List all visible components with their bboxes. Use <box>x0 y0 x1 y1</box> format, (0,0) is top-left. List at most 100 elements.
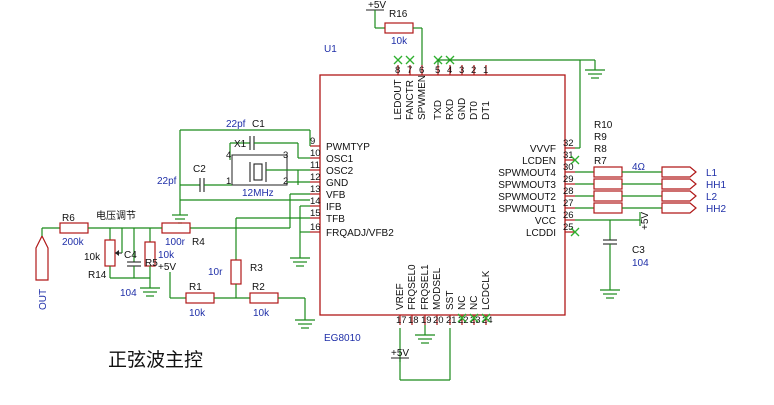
pin-name: LCDDI <box>526 228 556 239</box>
pin-name: MODSEL <box>432 267 443 310</box>
x1-pin1: 1 <box>226 176 231 187</box>
output-resistor-ref: R8 <box>594 144 607 155</box>
pin-number: 5 <box>435 65 440 76</box>
no-connect-mark <box>457 313 467 323</box>
output-label: L2 <box>706 192 718 203</box>
pin-number: 21 <box>446 315 457 326</box>
pin-name: VFB <box>326 190 346 201</box>
c3-value: 104 <box>632 258 649 269</box>
no-connect-mark <box>570 155 580 165</box>
no-connect-mark <box>570 227 580 237</box>
pin-name: LCDCLK <box>481 270 492 310</box>
r16-group: +5V R16 10k <box>366 0 423 65</box>
feedback-network: 100r R4 10r R3 R1 10k R2 10k +5V <box>158 193 315 329</box>
r16-resistor[interactable] <box>384 22 414 34</box>
pin-name: SST <box>445 291 456 310</box>
chip-body[interactable] <box>319 74 566 316</box>
r5-value: 10k <box>158 250 175 261</box>
r3-value: 10r <box>208 267 223 278</box>
pin-number: 24 <box>482 315 493 326</box>
pin-name: PWMTYP <box>326 142 370 153</box>
pin-number: 19 <box>421 315 432 326</box>
r3-resistor[interactable] <box>230 259 242 285</box>
x1-pin4: 4 <box>226 150 231 161</box>
pin-number: 14 <box>310 196 321 207</box>
output-resistor[interactable] <box>593 178 623 190</box>
vcc-label-right: +5V <box>640 212 651 230</box>
chip-name: EG8010 <box>324 333 361 344</box>
pin-number: 13 <box>310 184 321 195</box>
pin-number: 23 <box>470 315 481 326</box>
vcc-label-top: +5V <box>368 0 386 11</box>
pin-number: 8 <box>395 65 400 76</box>
x1-pin3: 3 <box>283 150 288 161</box>
c2-ref: C2 <box>193 164 206 175</box>
r4-resistor[interactable] <box>161 222 191 234</box>
pin-name: VCC <box>535 216 556 227</box>
pin-name: SPWMOUT2 <box>498 192 556 203</box>
x1-value: 12MHz <box>242 188 274 199</box>
pin-name: RXD <box>445 99 456 120</box>
pins-bottom: 17VREF18FRQSEL019FRQSEL120MODSEL21SST22N… <box>395 264 493 326</box>
output-connector[interactable] <box>661 202 697 214</box>
pin-number: 6 <box>419 65 424 76</box>
r14-ref: R14 <box>88 270 107 281</box>
pot-label: 电压调节 <box>96 209 136 222</box>
output-resistor[interactable] <box>593 166 623 178</box>
output-label: HH1 <box>706 180 726 191</box>
r2-resistor[interactable] <box>249 292 279 304</box>
out-port[interactable] <box>35 234 49 281</box>
pin-number: 27 <box>563 198 574 209</box>
output-resistor-ref: R10 <box>594 120 613 131</box>
pin-number: 25 <box>563 222 574 233</box>
output-resistor-ref: R7 <box>594 156 607 167</box>
pins-right: 32VVVF31LCDEN30SPWMOUT429SPWMOUT328SPWMO… <box>498 138 580 239</box>
output-label: HH2 <box>706 204 726 215</box>
x1-crystal[interactable] <box>253 163 263 181</box>
pin-name: DT1 <box>481 101 492 120</box>
pin-number: 26 <box>563 210 574 221</box>
pin-number: 2 <box>471 65 476 76</box>
pin-name: FRQSEL1 <box>420 264 431 310</box>
r6-value: 200k <box>62 237 85 248</box>
output-connector[interactable] <box>661 190 697 202</box>
no-connect-mark <box>405 55 415 65</box>
pin-name: LEDOUT <box>393 79 404 120</box>
pin-name: OSC1 <box>326 154 354 165</box>
c4-ref: C4 <box>124 250 137 261</box>
r6-resistor[interactable] <box>59 222 89 234</box>
pin-number: 31 <box>563 150 574 161</box>
pin-name: TFB <box>326 214 345 225</box>
pins-top: 8LEDOUT7FANCTR6SPWMEN5TXD4RXD3GND2DT01DT… <box>393 55 492 120</box>
r4-ref: R4 <box>192 237 205 248</box>
r1-ref: R1 <box>189 282 202 293</box>
voltage-adjust: OUT R6 200k 电压调节 10k R14 C4 104 R5 10k <box>35 209 175 310</box>
r14-value: 10k <box>84 252 101 263</box>
pin-number: 28 <box>563 186 574 197</box>
pin-number: 12 <box>310 172 321 183</box>
output-connector[interactable] <box>661 178 697 190</box>
pin-number: 18 <box>408 315 419 326</box>
output-connector[interactable] <box>661 166 697 178</box>
output-resistor[interactable] <box>593 190 623 202</box>
pin-name: GND <box>326 178 348 189</box>
x1-pin2: 2 <box>283 176 288 187</box>
output-resistor[interactable] <box>593 202 623 214</box>
r3-ref: R3 <box>250 263 263 274</box>
r14-pot[interactable] <box>104 239 116 267</box>
pin-number: 22 <box>458 315 469 326</box>
c1-value: 22pf <box>226 119 246 130</box>
r1-resistor[interactable] <box>185 292 215 304</box>
pin-name: IFB <box>326 202 342 213</box>
pin-number: 15 <box>310 208 321 219</box>
pin-name: DT0 <box>469 101 480 120</box>
r2-ref: R2 <box>252 282 265 293</box>
pin-number: 1 <box>483 65 488 76</box>
pin-name: FRQSEL0 <box>407 264 418 310</box>
pin-name: OSC2 <box>326 166 354 177</box>
pin-name: VREF <box>395 283 406 310</box>
pin-name: FRQADJ/VFB2 <box>326 228 394 239</box>
pin-number: 20 <box>433 315 444 326</box>
